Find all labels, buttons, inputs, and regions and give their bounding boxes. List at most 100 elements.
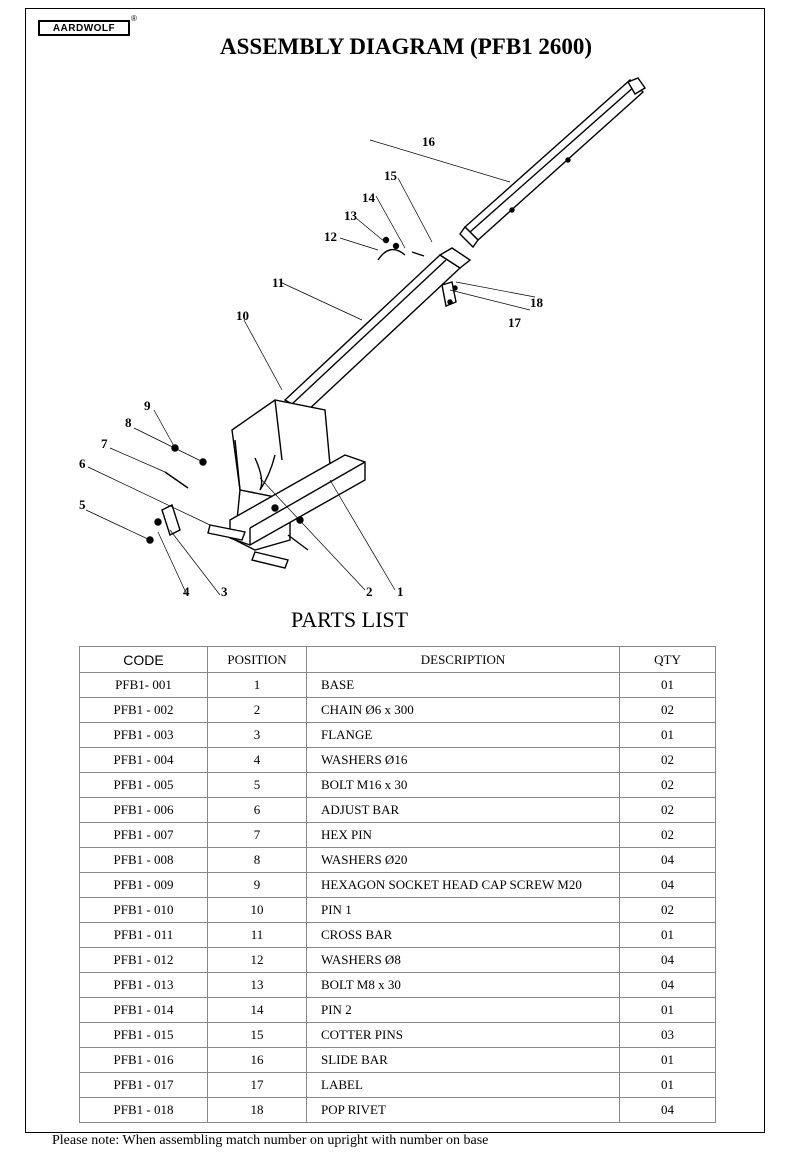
column-header-qty: QTY [619, 646, 716, 673]
registered-mark: ® [131, 14, 137, 23]
parts-list-title: PARTS LIST [291, 607, 409, 632]
cell-code: PFB1 - 003 [79, 722, 208, 748]
cell-position: 9 [207, 872, 307, 898]
cell-position: 10 [207, 897, 307, 923]
cell-qty: 02 [619, 772, 716, 798]
cell-description: CHAIN Ø6 x 300 [306, 697, 620, 723]
column-header-description: DESCRIPTION [306, 646, 620, 673]
cell-code: PFB1 - 007 [79, 822, 208, 848]
callout-12: 12 [324, 229, 337, 244]
column-header-code: CODE [79, 646, 208, 673]
cell-qty: 03 [619, 1022, 716, 1048]
cell-description: FLANGE [306, 722, 620, 748]
cell-code: PFB1 - 008 [79, 847, 208, 873]
cell-qty: 02 [619, 747, 716, 773]
cell-qty: 01 [619, 722, 716, 748]
callout-7: 7 [101, 436, 108, 451]
cell-qty: 04 [619, 972, 716, 998]
callout-3: 3 [221, 584, 228, 599]
cell-position: 7 [207, 822, 307, 848]
cell-description: COTTER PINS [306, 1022, 620, 1048]
callout-15: 15 [384, 168, 398, 183]
cell-qty: 01 [619, 1072, 716, 1098]
callout-1: 1 [397, 584, 404, 599]
cell-code: PFB1- 001 [79, 672, 208, 698]
cell-position: 4 [207, 747, 307, 773]
cell-code: PFB1 - 014 [79, 997, 208, 1023]
callout-16: 16 [422, 134, 436, 149]
brand-logo: AARDWOLF [38, 20, 130, 36]
parts-table-header: CODE POSITION DESCRIPTION QTY [79, 646, 716, 673]
cell-description: SLIDE BAR [306, 1047, 620, 1073]
cell-qty: 01 [619, 672, 716, 698]
cell-position: 17 [207, 1072, 307, 1098]
callout-4: 4 [183, 584, 190, 599]
diagram-drawing [85, 77, 647, 596]
cell-qty: 01 [619, 1047, 716, 1073]
cell-position: 6 [207, 797, 307, 823]
cell-qty: 04 [619, 947, 716, 973]
callout-13: 13 [344, 208, 358, 223]
cell-description: WASHERS Ø8 [306, 947, 620, 973]
cell-code: PFB1 - 018 [79, 1097, 208, 1123]
cell-qty: 02 [619, 697, 716, 723]
page-title: ASSEMBLY DIAGRAM (PFB1 2600) [220, 34, 593, 59]
callout-6: 6 [79, 456, 86, 471]
assembly-diagram: 16 15 14 13 12 11 10 9 8 7 6 5 4 3 2 1 1… [79, 77, 647, 599]
assembly-note: Please note: When assembling match numbe… [52, 1133, 489, 1148]
cell-description: WASHERS Ø20 [306, 847, 620, 873]
cell-code: PFB1 - 015 [79, 1022, 208, 1048]
column-header-position: POSITION [207, 646, 307, 673]
callout-11: 11 [272, 275, 284, 290]
cell-code: PFB1 - 012 [79, 947, 208, 973]
cell-qty: 02 [619, 797, 716, 823]
cell-code: PFB1 - 005 [79, 772, 208, 798]
cell-code: PFB1 - 016 [79, 1047, 208, 1073]
callout-18: 18 [530, 295, 544, 310]
cell-qty: 01 [619, 922, 716, 948]
cell-code: PFB1 - 002 [79, 697, 208, 723]
cell-description: BOLT M8 x 30 [306, 972, 620, 998]
cell-description: HEXAGON SOCKET HEAD CAP SCREW M20 [306, 872, 620, 898]
cell-description: POP RIVET [306, 1097, 620, 1123]
cell-position: 15 [207, 1022, 307, 1048]
logo-text: AARDWOLF [52, 22, 116, 34]
cell-position: 16 [207, 1047, 307, 1073]
callout-10: 10 [236, 308, 249, 323]
cell-qty: 02 [619, 897, 716, 923]
cell-description: PIN 2 [306, 997, 620, 1023]
cell-description: HEX PIN [306, 822, 620, 848]
cell-description: WASHERS Ø16 [306, 747, 620, 773]
cell-position: 5 [207, 772, 307, 798]
cell-position: 14 [207, 997, 307, 1023]
cell-code: PFB1 - 011 [79, 922, 208, 948]
cell-qty: 02 [619, 822, 716, 848]
callout-14: 14 [362, 190, 376, 205]
page-frame [25, 8, 765, 1133]
cell-position: 13 [207, 972, 307, 998]
callout-9: 9 [144, 398, 151, 413]
callout-8: 8 [125, 415, 132, 430]
cell-description: ADJUST BAR [306, 797, 620, 823]
cell-description: LABEL [306, 1072, 620, 1098]
cell-position: 11 [207, 922, 307, 948]
cell-code: PFB1 - 017 [79, 1072, 208, 1098]
cell-code: PFB1 - 013 [79, 972, 208, 998]
cell-qty: 04 [619, 847, 716, 873]
cell-description: CROSS BAR [306, 922, 620, 948]
cell-description: PIN 1 [306, 897, 620, 923]
